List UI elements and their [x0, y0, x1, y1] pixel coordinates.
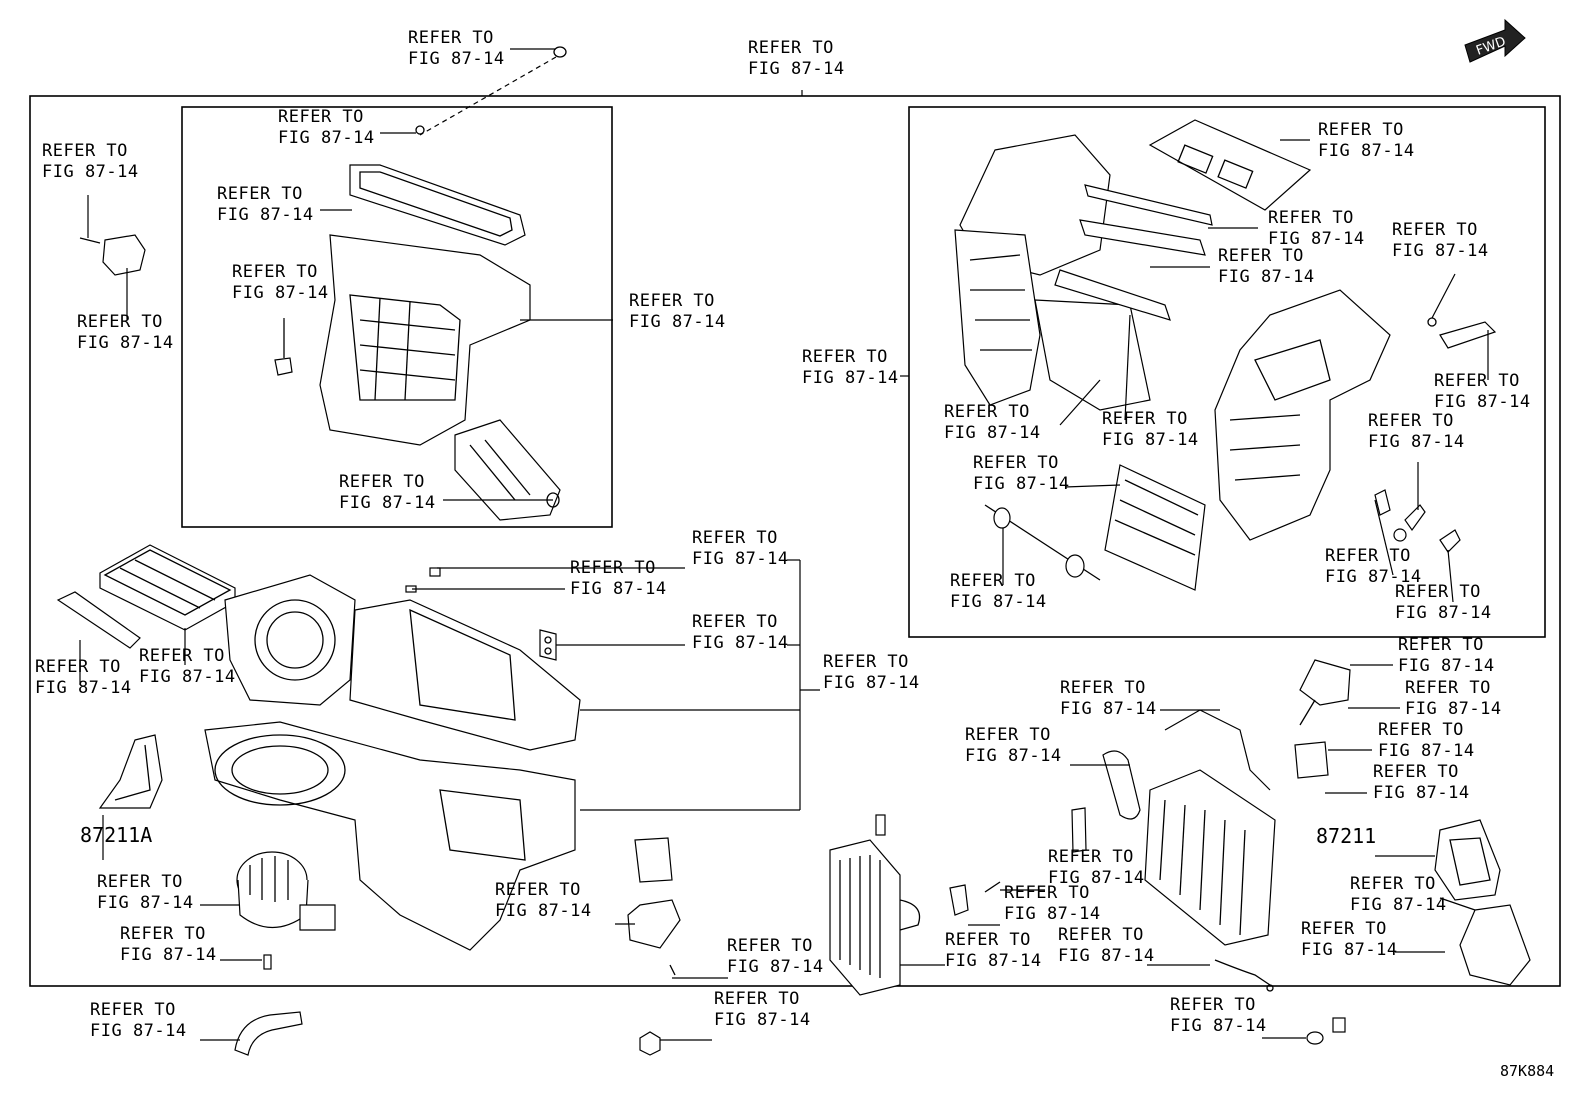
damper-shaft-part [1054, 184, 1213, 321]
heater-unit-inset-frame [908, 106, 1546, 638]
air-intake-case-part [319, 234, 531, 446]
blower-case-inset-frame [181, 106, 613, 528]
nut-part [639, 1031, 661, 1056]
outer-frame [29, 95, 1561, 987]
screw-part [263, 567, 441, 970]
blower-lower-case-part [204, 721, 576, 951]
clip-part [415, 46, 567, 136]
sensor-part [875, 814, 1001, 916]
side-duct-part [1459, 904, 1531, 986]
filter-cover-part [1148, 119, 1312, 211]
heater-lower-case-part [1214, 289, 1391, 541]
seal-part [1071, 750, 1141, 853]
evaporator-part [829, 839, 921, 996]
blower-upper-case-part [224, 574, 581, 751]
cabin-filter-part [56, 544, 236, 649]
leader-lines [79, 48, 1489, 1041]
blower-motor-part [236, 851, 336, 931]
bracket-part [539, 629, 557, 661]
wire-sensor-part [1214, 959, 1274, 992]
duct-87211A-part [98, 734, 163, 809]
damper-part [454, 419, 561, 521]
evaporator-core-inset-part [1104, 464, 1206, 591]
pin-part [274, 320, 293, 376]
heater-upper-case-part [954, 134, 1151, 411]
servo-motor-part [79, 234, 146, 276]
heater-core-part [1144, 709, 1276, 946]
svg-text:FWD: FWD [1474, 34, 1508, 58]
fastener-part [1306, 1017, 1346, 1045]
resistor-part [627, 837, 681, 976]
part-number-87211: 87211 [1316, 824, 1377, 848]
duct-87211-part [1434, 819, 1501, 901]
fwd-arrow-icon: FWD [1464, 18, 1526, 63]
part-number-87211A: 87211A [80, 823, 153, 847]
shaft-part [984, 504, 1101, 581]
diagram-code: 87K884 [1500, 1062, 1555, 1080]
link-lever-parts [1374, 317, 1497, 553]
duct-gasket-part [349, 164, 526, 246]
hose-part [234, 1011, 303, 1056]
actuator-part [1294, 659, 1351, 779]
